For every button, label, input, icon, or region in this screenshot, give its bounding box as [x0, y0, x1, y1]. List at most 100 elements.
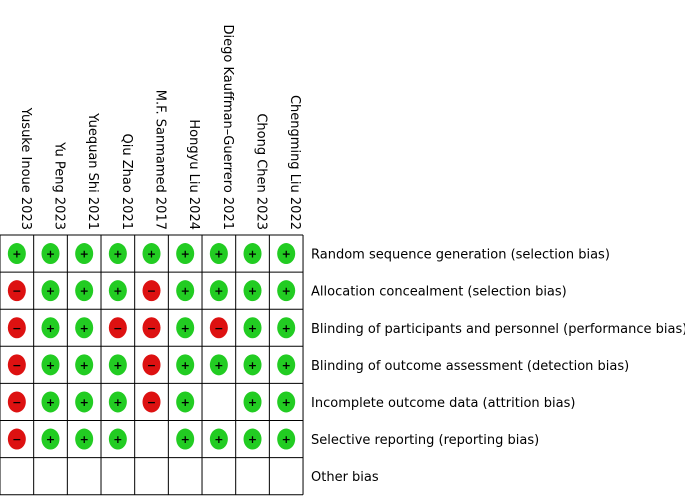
- high-risk-circle: [108, 317, 127, 339]
- minus-symbol: −: [12, 359, 21, 372]
- study-label-m-f-sanmamed-2017: M.F. Sanmamed 2017: [153, 90, 168, 230]
- low-risk-mark: +: [243, 243, 262, 265]
- plus-symbol: +: [248, 433, 257, 446]
- domain-label-allocation-concealment-selection-bias: Allocation concealment (selection bias): [311, 285, 567, 300]
- plus-symbol: +: [282, 396, 291, 409]
- low-risk-mark: +: [277, 243, 296, 265]
- low-risk-mark: +: [75, 280, 94, 302]
- low-risk-mark: +: [75, 243, 94, 265]
- high-risk-mark: −: [142, 317, 161, 339]
- low-risk-circle: [277, 317, 296, 339]
- low-risk-mark: +: [41, 354, 60, 376]
- low-risk-circle: [277, 280, 296, 302]
- low-risk-mark: +: [41, 391, 60, 413]
- low-risk-mark: +: [209, 280, 228, 302]
- judgement-grid: +++++++++−+++−++++−++−−+−++−+++−++++−+++…: [0, 234, 304, 496]
- high-risk-mark: −: [7, 280, 26, 302]
- plus-symbol: +: [113, 248, 122, 261]
- plus-symbol: +: [248, 285, 257, 298]
- plus-symbol: +: [80, 433, 89, 446]
- low-risk-mark: +: [209, 243, 228, 265]
- domain-label-blinding-of-participants-and-personnel-p: Blinding of participants and personnel (…: [311, 322, 685, 337]
- low-risk-circle: [176, 243, 195, 265]
- low-risk-circle: [75, 428, 94, 450]
- plus-symbol: +: [80, 322, 89, 335]
- low-risk-mark: +: [108, 243, 127, 265]
- low-risk-mark: +: [41, 428, 60, 450]
- high-risk-circle: [142, 391, 161, 413]
- low-risk-mark: +: [176, 354, 195, 376]
- plus-symbol: +: [248, 396, 257, 409]
- plus-symbol: +: [181, 285, 190, 298]
- low-risk-circle: [243, 428, 262, 450]
- plus-symbol: +: [181, 322, 190, 335]
- plus-symbol: +: [181, 433, 190, 446]
- high-risk-mark: −: [7, 391, 26, 413]
- low-risk-mark: +: [243, 317, 262, 339]
- low-risk-mark: +: [277, 280, 296, 302]
- high-risk-circle: [7, 428, 26, 450]
- low-risk-circle: [209, 280, 228, 302]
- low-risk-mark: +: [75, 317, 94, 339]
- plus-symbol: +: [46, 322, 55, 335]
- low-risk-circle: [75, 317, 94, 339]
- low-risk-circle: [108, 354, 127, 376]
- minus-symbol: −: [214, 322, 223, 335]
- low-risk-circle: [41, 243, 60, 265]
- plus-symbol: +: [113, 285, 122, 298]
- minus-symbol: −: [12, 433, 21, 446]
- plus-symbol: +: [248, 359, 257, 372]
- low-risk-mark: +: [277, 317, 296, 339]
- minus-symbol: −: [12, 322, 21, 335]
- plus-symbol: +: [80, 396, 89, 409]
- low-risk-circle: [209, 354, 228, 376]
- low-risk-circle: [243, 280, 262, 302]
- low-risk-mark: +: [243, 354, 262, 376]
- plus-symbol: +: [282, 322, 291, 335]
- low-risk-circle: [75, 280, 94, 302]
- plus-symbol: +: [282, 248, 291, 261]
- plus-symbol: +: [214, 359, 223, 372]
- low-risk-mark: +: [277, 391, 296, 413]
- low-risk-circle: [75, 354, 94, 376]
- study-label-yusuke-inoue-2023: Yusuke Inoue 2023: [18, 107, 33, 230]
- low-risk-mark: +: [277, 428, 296, 450]
- low-risk-circle: [142, 243, 161, 265]
- minus-symbol: −: [147, 396, 156, 409]
- low-risk-mark: +: [142, 243, 161, 265]
- low-risk-mark: +: [41, 280, 60, 302]
- plus-symbol: +: [214, 248, 223, 261]
- minus-symbol: −: [147, 285, 156, 298]
- high-risk-circle: [209, 317, 228, 339]
- plus-symbol: +: [181, 359, 190, 372]
- low-risk-circle: [277, 243, 296, 265]
- study-label-qiu-zhao-2021: Qiu Zhao 2021: [119, 134, 134, 231]
- low-risk-circle: [277, 354, 296, 376]
- minus-symbol: −: [147, 359, 156, 372]
- high-risk-mark: −: [142, 354, 161, 376]
- plus-symbol: +: [80, 359, 89, 372]
- low-risk-circle: [176, 391, 195, 413]
- high-risk-mark: −: [209, 317, 228, 339]
- study-label-yuequan-shi-2021: Yuequan Shi 2021: [85, 112, 100, 230]
- low-risk-mark: +: [75, 391, 94, 413]
- low-risk-circle: [108, 391, 127, 413]
- low-risk-circle: [176, 428, 195, 450]
- low-risk-circle: [209, 428, 228, 450]
- domain-label-blinding-of-outcome-assessment-detection: Blinding of outcome assessment (detectio…: [311, 359, 629, 374]
- low-risk-mark: +: [75, 428, 94, 450]
- domain-label-other-bias: Other bias: [311, 470, 379, 485]
- low-risk-circle: [243, 391, 262, 413]
- high-risk-circle: [7, 317, 26, 339]
- study-label-chong-chen-2023: Chong Chen 2023: [254, 113, 269, 230]
- low-risk-mark: +: [243, 391, 262, 413]
- domain-label-random-sequence-generation-selection-bia: Random sequence generation (selection bi…: [311, 248, 610, 263]
- high-risk-mark: −: [108, 317, 127, 339]
- low-risk-mark: +: [41, 317, 60, 339]
- low-risk-mark: +: [176, 280, 195, 302]
- low-risk-mark: +: [176, 391, 195, 413]
- plus-symbol: +: [214, 433, 223, 446]
- plus-symbol: +: [113, 396, 122, 409]
- low-risk-circle: [41, 354, 60, 376]
